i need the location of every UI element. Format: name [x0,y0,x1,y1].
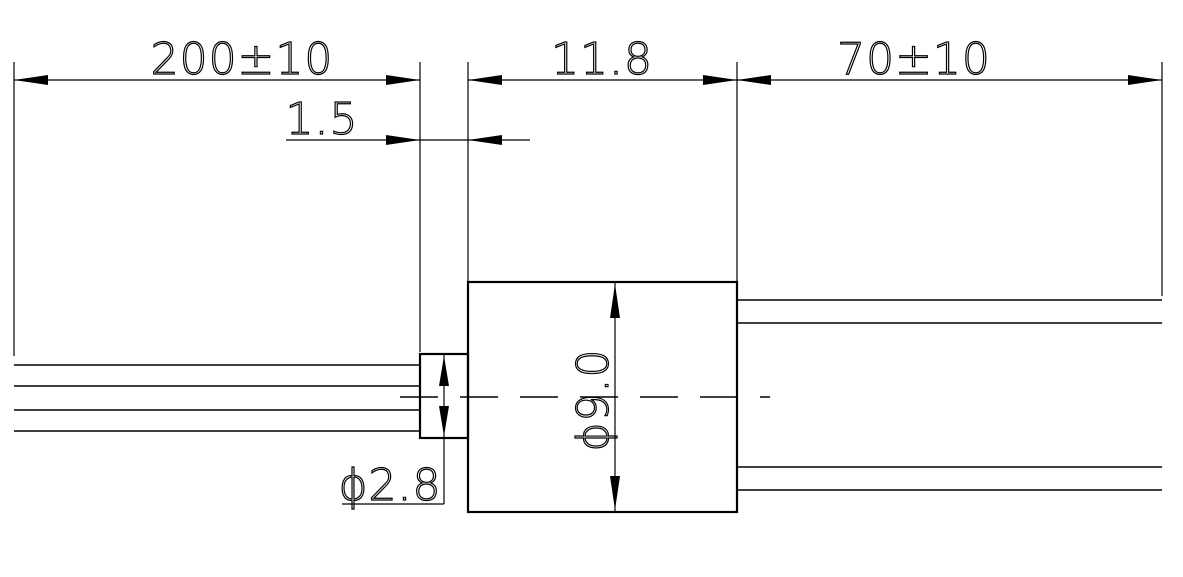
right-lead-wires [737,299,1162,491]
dim-text-lead-right: 70±10 [837,34,991,85]
dim-body-length: 11.8 [468,33,737,86]
dim-lead-right: 70±10 [737,33,1162,86]
extension-lines [13,62,1163,356]
dim-text-collar-length: 1.5 [286,94,359,145]
dim-lead-left: 200±10 [14,33,420,86]
dim-text-lead-left: 200±10 [151,34,334,85]
dim-collar-length: 1.5 [285,93,530,146]
dim-text-body-length: 11.8 [551,34,653,85]
dim-body-diameter: ϕ9.0 [567,282,620,512]
left-lead-wires [14,364,420,432]
dim-collar-diameter: ϕ2.8 [338,354,449,512]
dim-text-body-diameter: ϕ9.0 [568,349,619,452]
dim-text-collar-diameter: ϕ2.8 [339,460,442,511]
